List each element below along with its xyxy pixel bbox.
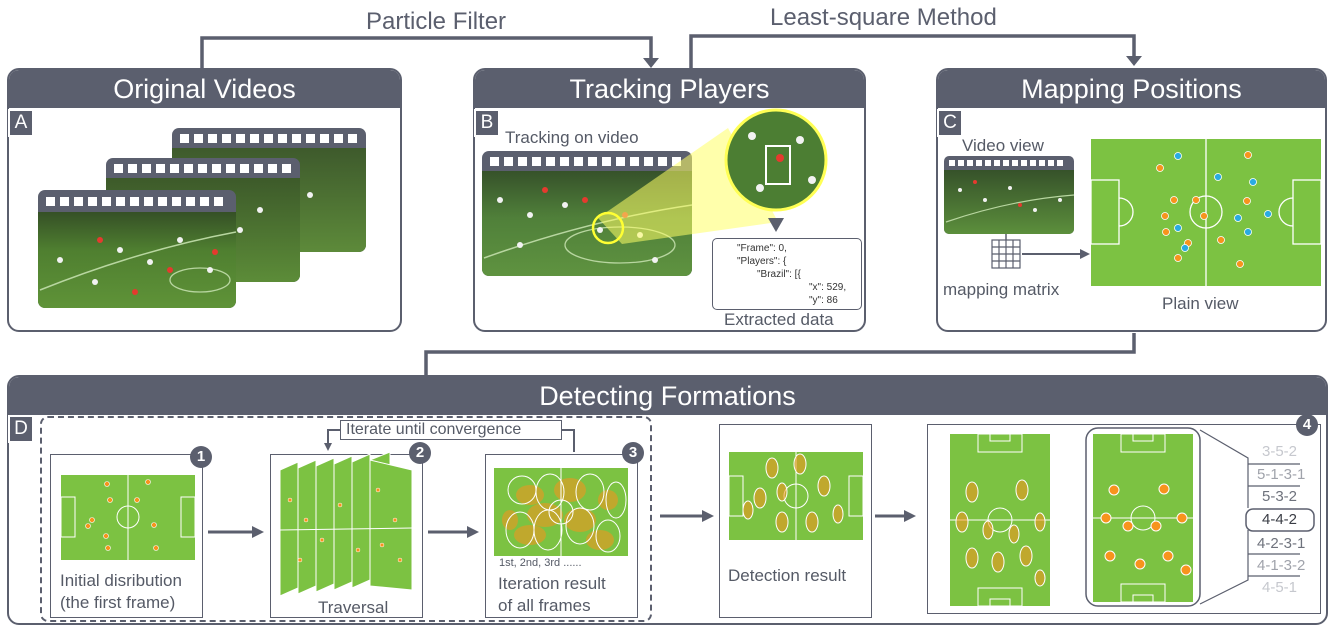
arrow-particle-filter	[200, 36, 653, 68]
json-line-1: "Frame": 0,	[737, 243, 787, 254]
json-line-5: "y": 86	[809, 295, 838, 306]
selected-formation-box	[1245, 508, 1315, 532]
arrow-c-to-d	[424, 333, 1136, 375]
panel-b-letter: B	[474, 109, 500, 137]
tracking-box	[765, 145, 791, 185]
formation-4-1-3-2: 4-1-3-2	[1257, 557, 1306, 574]
formation-4-2-3-1: 4-2-3-1	[1257, 535, 1306, 552]
extracted-data-label: Extracted data	[724, 310, 834, 329]
step2-stacked-pitches	[279, 451, 413, 597]
formation-3-5-2: 3-5-2	[1262, 443, 1298, 460]
panel-b-title: Tracking Players	[475, 70, 864, 108]
json-line-4: "x": 529,	[809, 282, 847, 293]
step-arrows	[208, 510, 916, 538]
json-line-2: "Players": {	[737, 256, 787, 267]
film-perforations-a	[39, 134, 357, 295]
panel-c-letter: C	[937, 109, 963, 137]
panel-d-letter: D	[8, 415, 34, 443]
formation-4-5-1: 4-5-1	[1262, 579, 1298, 596]
formation-5-1-3-1: 5-1-3-1	[1257, 466, 1306, 483]
formation-4-4-2: 4-4-2	[1262, 511, 1298, 528]
step1-label-line1: Initial disribution	[60, 571, 182, 590]
step-number-2: 2	[409, 442, 431, 464]
arrowhead-least-square	[1126, 56, 1142, 66]
panel-c-title: Mapping Positions	[938, 70, 1325, 108]
video-view-label: Video view	[962, 136, 1044, 155]
iterate-box	[340, 420, 562, 440]
arrowhead-particle-filter	[643, 58, 659, 68]
step-number-1: 1	[190, 446, 212, 468]
least-square-label: Least-square Method	[770, 4, 997, 31]
plain-view-label: Plain view	[1162, 294, 1239, 313]
particle-filter-label: Particle Filter	[366, 8, 507, 35]
step1-label-line2: (the first frame)	[60, 593, 176, 612]
step3-label-line1: Iteration result	[498, 574, 606, 593]
step-number-3: 3	[622, 442, 644, 464]
iteration-group	[40, 416, 652, 622]
panel-d-title: Detecting Formations	[9, 377, 1326, 415]
detection-result-label: Detection result	[728, 566, 847, 585]
mapping-matrix-label: mapping matrix	[943, 280, 1060, 299]
json-line-3: "Brazil": [{	[757, 269, 801, 280]
panel-a-title: Original Videos	[9, 70, 400, 108]
step-number-4: 4	[1296, 414, 1318, 436]
tracked-player-circle	[591, 211, 625, 245]
tracking-on-video-label: Tracking on video	[505, 128, 639, 147]
extracted-data-box: "Frame": 0, "Players": { "Brazil": [{ "x…	[712, 238, 862, 310]
arrow-least-square	[689, 34, 1136, 68]
step3-label-line2: of all frames	[498, 596, 591, 615]
panel-a-letter: A	[8, 109, 34, 137]
video-view-frame	[944, 156, 1074, 234]
step2-label: Traversal	[318, 598, 389, 617]
iterate-label: Iterate until convergence	[346, 421, 522, 438]
formation-5-3-2: 5-3-2	[1262, 488, 1298, 505]
step3-small-label: 1st, 2nd, 3rd ......	[499, 557, 582, 569]
